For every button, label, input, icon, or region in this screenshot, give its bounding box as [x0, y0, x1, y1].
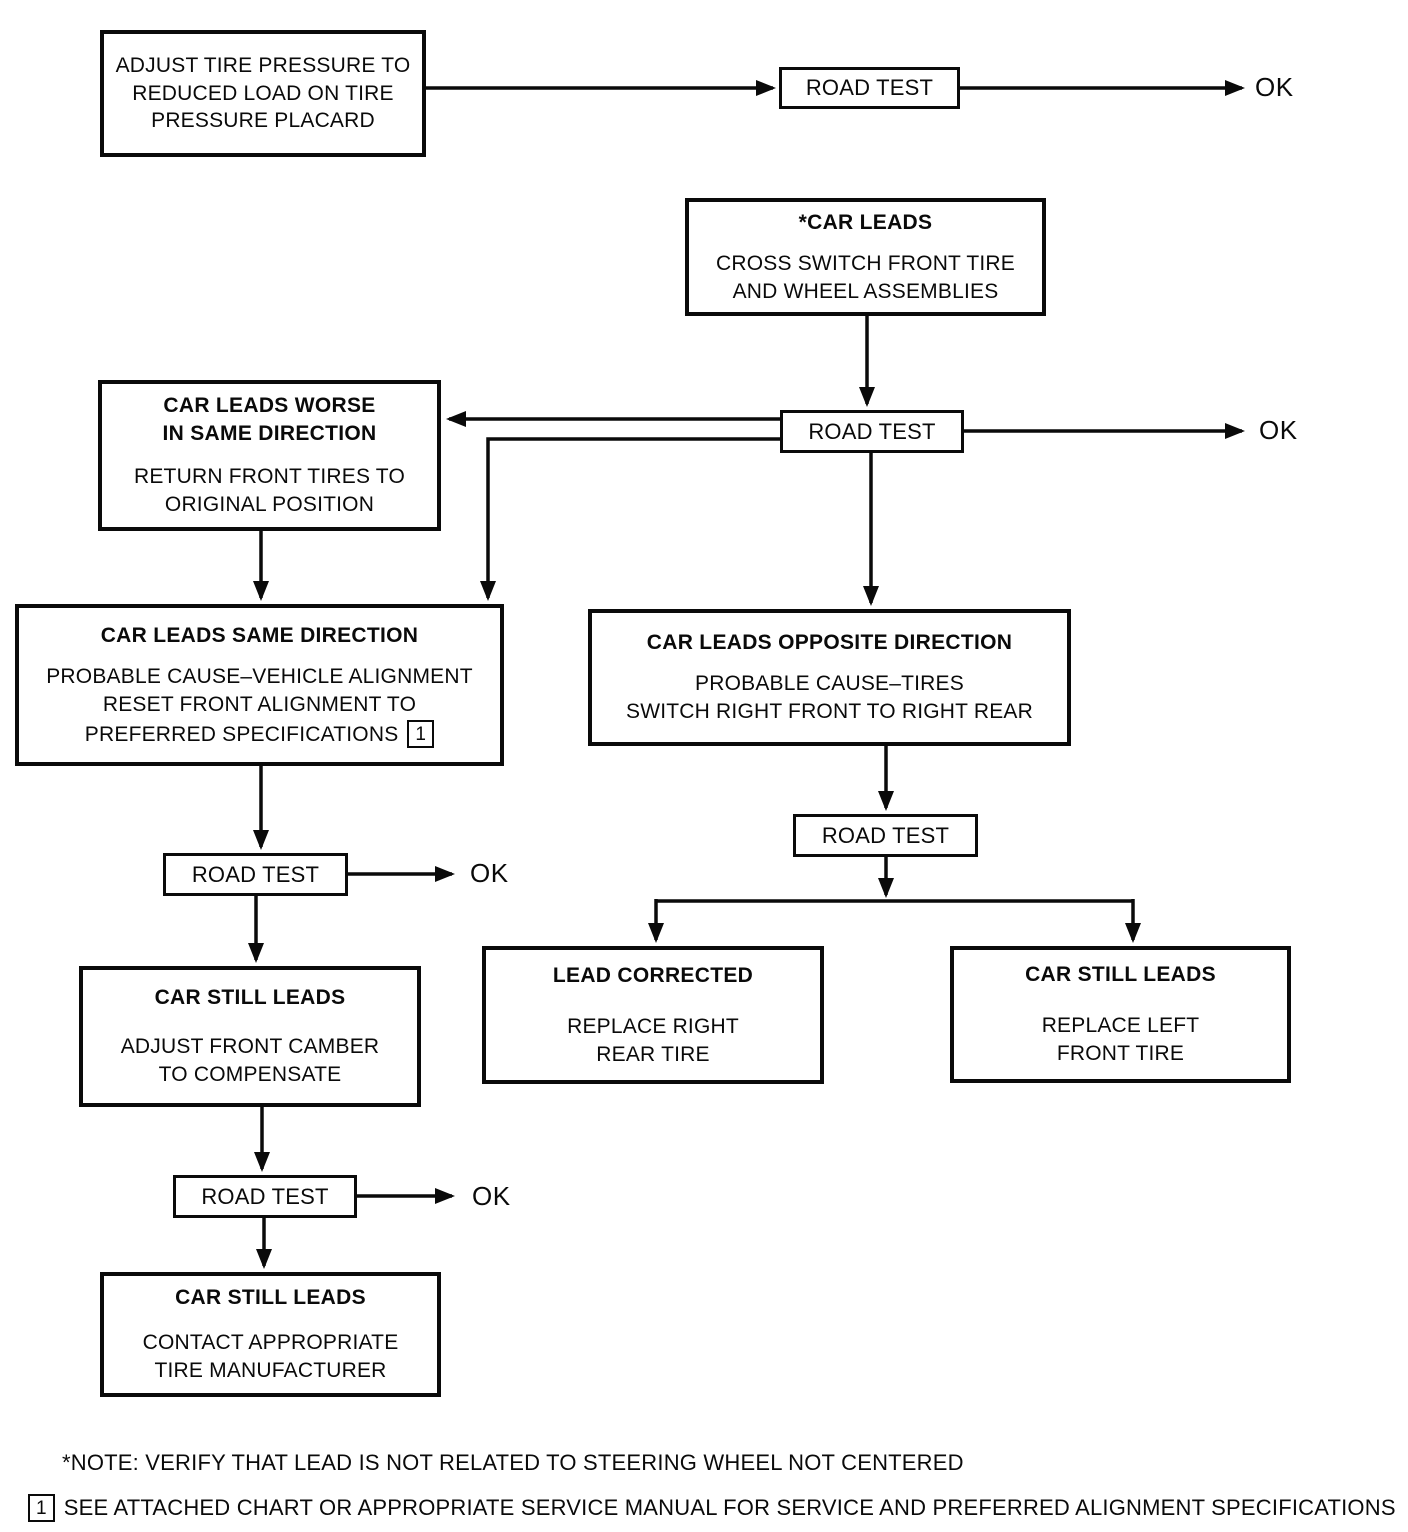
label-ok-3: OK [470, 858, 509, 888]
label-ok-1: OK [1255, 72, 1294, 102]
node-car-leads-same-lastline-text: PREFERRED SPECIFICATIONS [84, 722, 399, 746]
node-car-leads-opposite: CAR LEADS OPPOSITE DIRECTION PROBABLE CA… [588, 609, 1071, 746]
node-adjust-tire-pressure: ADJUST TIRE PRESSURE TO REDUCED LOAD ON … [100, 30, 426, 157]
node-car-leads-body: CROSS SWITCH FRONT TIRE AND WHEEL ASSEMB… [716, 251, 1015, 303]
node-car-still-leads-replace: CAR STILL LEADS REPLACE LEFT FRONT TIRE [950, 946, 1291, 1083]
node-car-still-leads-replace-title: CAR STILL LEADS [1025, 963, 1216, 987]
node-road-test-3-label: ROAD TEST [191, 861, 320, 887]
node-car-leads-same-body: PROBABLE CAUSE–VEHICLE ALIGNMENT RESET F… [46, 664, 473, 716]
node-car-still-leads-camber-title: CAR STILL LEADS [154, 986, 346, 1010]
node-road-test-5: ROAD TEST [793, 814, 978, 857]
node-car-leads-worse-body: RETURN FRONT TIRES TO ORIGINAL POSITION [133, 465, 405, 516]
node-car-leads-worse-title: CAR LEADS WORSE IN SAME DIRECTION [162, 394, 377, 445]
node-lead-corrected-body: REPLACE RIGHT REAR TIRE [567, 1014, 739, 1066]
node-car-leads-worse: CAR LEADS WORSE IN SAME DIRECTION RETURN… [98, 380, 441, 531]
node-car-still-leads-camber: CAR STILL LEADS ADJUST FRONT CAMBER TO C… [79, 966, 421, 1107]
node-car-leads-opposite-title: CAR LEADS OPPOSITE DIRECTION [646, 631, 1013, 655]
node-road-test-1-label: ROAD TEST [805, 75, 934, 101]
node-car-still-leads-contact: CAR STILL LEADS CONTACT APPROPRIATE TIRE… [100, 1272, 441, 1397]
label-ok-4: OK [472, 1181, 511, 1211]
footnote-ref-1-marker: 1 [407, 720, 435, 749]
footnote-star-text: *NOTE: VERIFY THAT LEAD IS NOT RELATED T… [62, 1450, 964, 1475]
footnote-star: *NOTE: VERIFY THAT LEAD IS NOT RELATED T… [62, 1450, 964, 1476]
node-road-test-4: ROAD TEST [173, 1175, 357, 1218]
node-road-test-2: ROAD TEST [780, 410, 964, 453]
node-road-test-5-label: ROAD TEST [821, 822, 950, 848]
node-lead-corrected-title: LEAD CORRECTED [552, 963, 754, 987]
label-ok-2: OK [1259, 415, 1298, 445]
node-car-leads-same: CAR LEADS SAME DIRECTION PROBABLE CAUSE–… [15, 604, 504, 766]
node-car-leads-opposite-body: PROBABLE CAUSE–TIRES SWITCH RIGHT FRONT … [626, 672, 1033, 724]
node-road-test-2-label: ROAD TEST [808, 418, 936, 444]
node-car-still-leads-contact-title: CAR STILL LEADS [175, 1286, 366, 1310]
node-car-still-leads-camber-body: ADJUST FRONT CAMBER TO COMPENSATE [120, 1035, 380, 1087]
node-road-test-1: ROAD TEST [779, 67, 960, 109]
node-car-leads-same-title: CAR LEADS SAME DIRECTION [100, 623, 419, 647]
node-lead-corrected: LEAD CORRECTED REPLACE RIGHT REAR TIRE [482, 946, 824, 1084]
node-car-still-leads-contact-body: CONTACT APPROPRIATE TIRE MANUFACTURER [142, 1331, 399, 1383]
footnote-ref: 1 SEE ATTACHED CHART OR APPROPRIATE SERV… [28, 1494, 1396, 1522]
node-adjust-tire-pressure-text: ADJUST TIRE PRESSURE TO REDUCED LOAD ON … [115, 53, 411, 133]
node-car-still-leads-replace-body: REPLACE LEFT FRONT TIRE [1041, 1014, 1200, 1066]
footnote-ref-text: SEE ATTACHED CHART OR APPROPRIATE SERVIC… [63, 1495, 1396, 1520]
node-car-leads: *CAR LEADS CROSS SWITCH FRONT TIRE AND W… [685, 198, 1046, 316]
connector-roadtest2-to-same [480, 437, 780, 601]
node-car-leads-title: *CAR LEADS [798, 210, 933, 234]
node-car-leads-same-lastline: PREFERRED SPECIFICATIONS 1 [84, 720, 435, 749]
node-road-test-4-label: ROAD TEST [201, 1183, 329, 1209]
footnote-ref-marker: 1 [28, 1494, 55, 1522]
node-road-test-3: ROAD TEST [163, 853, 348, 896]
